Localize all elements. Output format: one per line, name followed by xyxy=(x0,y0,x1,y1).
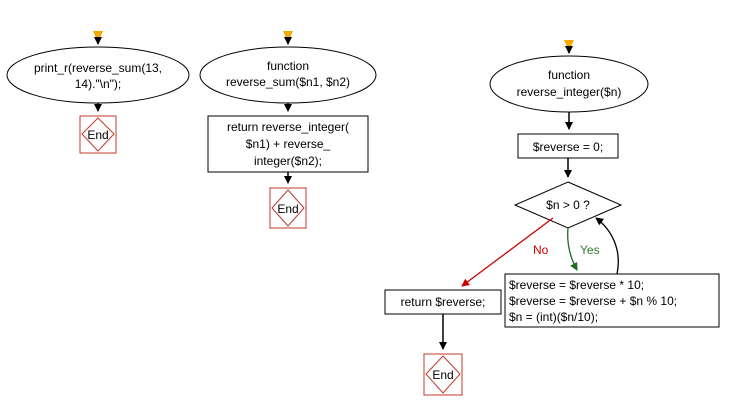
function-keyword: function xyxy=(548,68,590,82)
flow3: function reverse_integer($n) $reverse = … xyxy=(384,40,720,396)
flow2: function reverse_sum($n1, $n2) return re… xyxy=(199,31,377,229)
return-line-1: return reverse_integer( xyxy=(227,120,349,134)
no-connector xyxy=(461,217,554,287)
yes-label: Yes xyxy=(580,243,600,257)
start-marker-icon xyxy=(564,40,574,51)
end-terminal: End xyxy=(423,353,463,396)
loop-line-2: $reverse = $reverse + $n % 10; xyxy=(509,294,677,308)
end-label: End xyxy=(432,368,453,382)
call-line-2: 14)."\n"); xyxy=(75,77,122,91)
start-marker-icon xyxy=(283,31,293,42)
call-line-1: print_r(reverse_sum(13, xyxy=(34,61,162,75)
loop-line-1: $reverse = $reverse * 10; xyxy=(509,278,644,292)
loop-line-3: $n = (int)($n/10); xyxy=(509,310,598,324)
loop-body-box xyxy=(504,273,720,328)
return-line-3: integer($n2); xyxy=(254,154,322,168)
function-keyword: function xyxy=(267,59,309,73)
end-label: End xyxy=(87,128,108,142)
init-process-box xyxy=(517,133,619,159)
flow1: print_r(reverse_sum(13, 14)."\n"); End xyxy=(6,31,190,154)
no-label: No xyxy=(533,243,549,257)
function-signature: reverse_integer($n) xyxy=(517,85,622,99)
init-statement: $reverse = 0; xyxy=(533,140,603,154)
return-statement: return $reverse; xyxy=(401,295,486,309)
call-terminal xyxy=(6,46,190,104)
end-label: End xyxy=(277,202,298,216)
condition-text: $n > 0 ? xyxy=(546,198,590,212)
return-process-box xyxy=(207,115,369,173)
loop-back-connector xyxy=(595,217,619,275)
yes-connector xyxy=(567,227,578,271)
function-terminal xyxy=(489,55,649,113)
end-terminal: End xyxy=(79,115,117,154)
return-process-box xyxy=(384,289,502,315)
return-line-2: $n1) + reverse_ xyxy=(246,137,331,151)
function-signature: reverse_sum($n1, $n2) xyxy=(226,75,350,89)
start-marker-icon xyxy=(93,31,103,42)
end-terminal: End xyxy=(269,187,307,229)
